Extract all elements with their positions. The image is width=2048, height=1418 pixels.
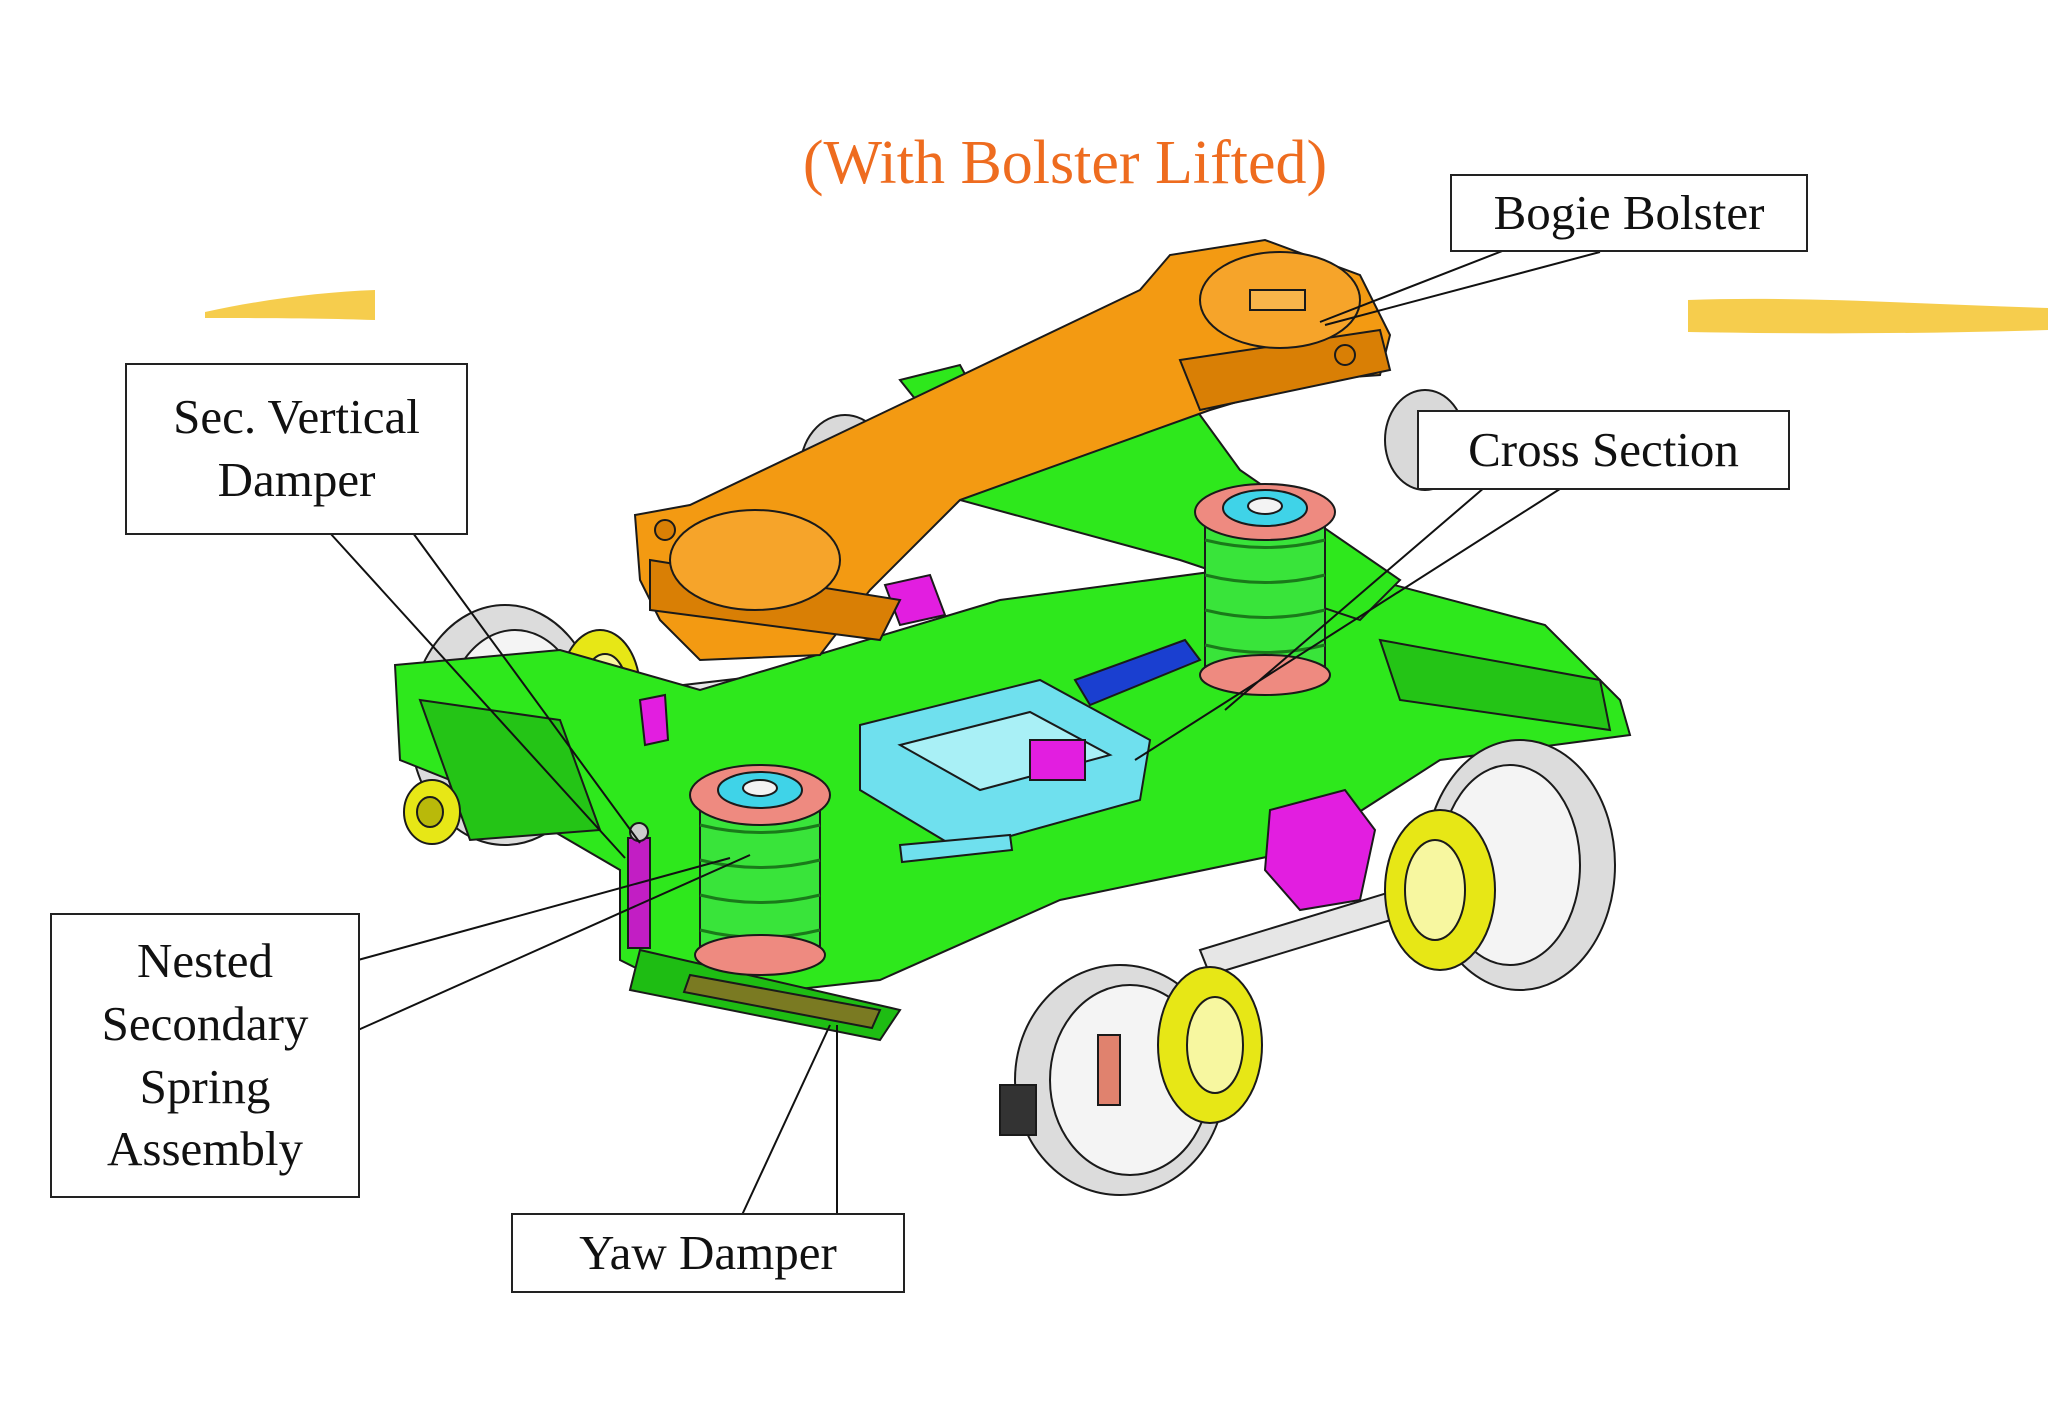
yaw-damper [682, 973, 1121, 1136]
front-right-wheel [1384, 739, 1616, 991]
axle-box-left [403, 779, 461, 845]
callout-nested-secondary-spring: Nested Secondary Spring Assembly [50, 913, 360, 1198]
callout-cross-section: Cross Section [1417, 410, 1790, 490]
highlight-stroke-right [1688, 298, 2048, 334]
brake-units [638, 573, 1377, 912]
callout-sec-vertical-damper: Sec. Vertical Damper [125, 363, 468, 535]
diagram-title: (With Bolster Lifted) [803, 129, 1327, 197]
leader-lines [329, 247, 1601, 1216]
bogie-illustration [393, 238, 1632, 1196]
leader-cross-section [1134, 486, 1564, 761]
nested-spring-right [1194, 483, 1336, 696]
callout-bogie-bolster: Bogie Bolster [1450, 174, 1808, 252]
front-left-wheel [1014, 964, 1263, 1196]
leader-bogie-bolster [1319, 247, 1601, 326]
highlight-stroke-left [205, 290, 375, 320]
nested-spring-left [689, 764, 831, 976]
leader-yaw-damper [741, 1024, 838, 1216]
leader-nested-spring [357, 854, 751, 1031]
leader-sec-vertical-damper [329, 532, 641, 859]
decorative-highlight-strokes [205, 290, 2048, 334]
bogie-bolster [633, 238, 1392, 662]
callout-yaw-damper: Yaw Damper [511, 1213, 905, 1293]
cross-section-assembly [859, 638, 1202, 864]
